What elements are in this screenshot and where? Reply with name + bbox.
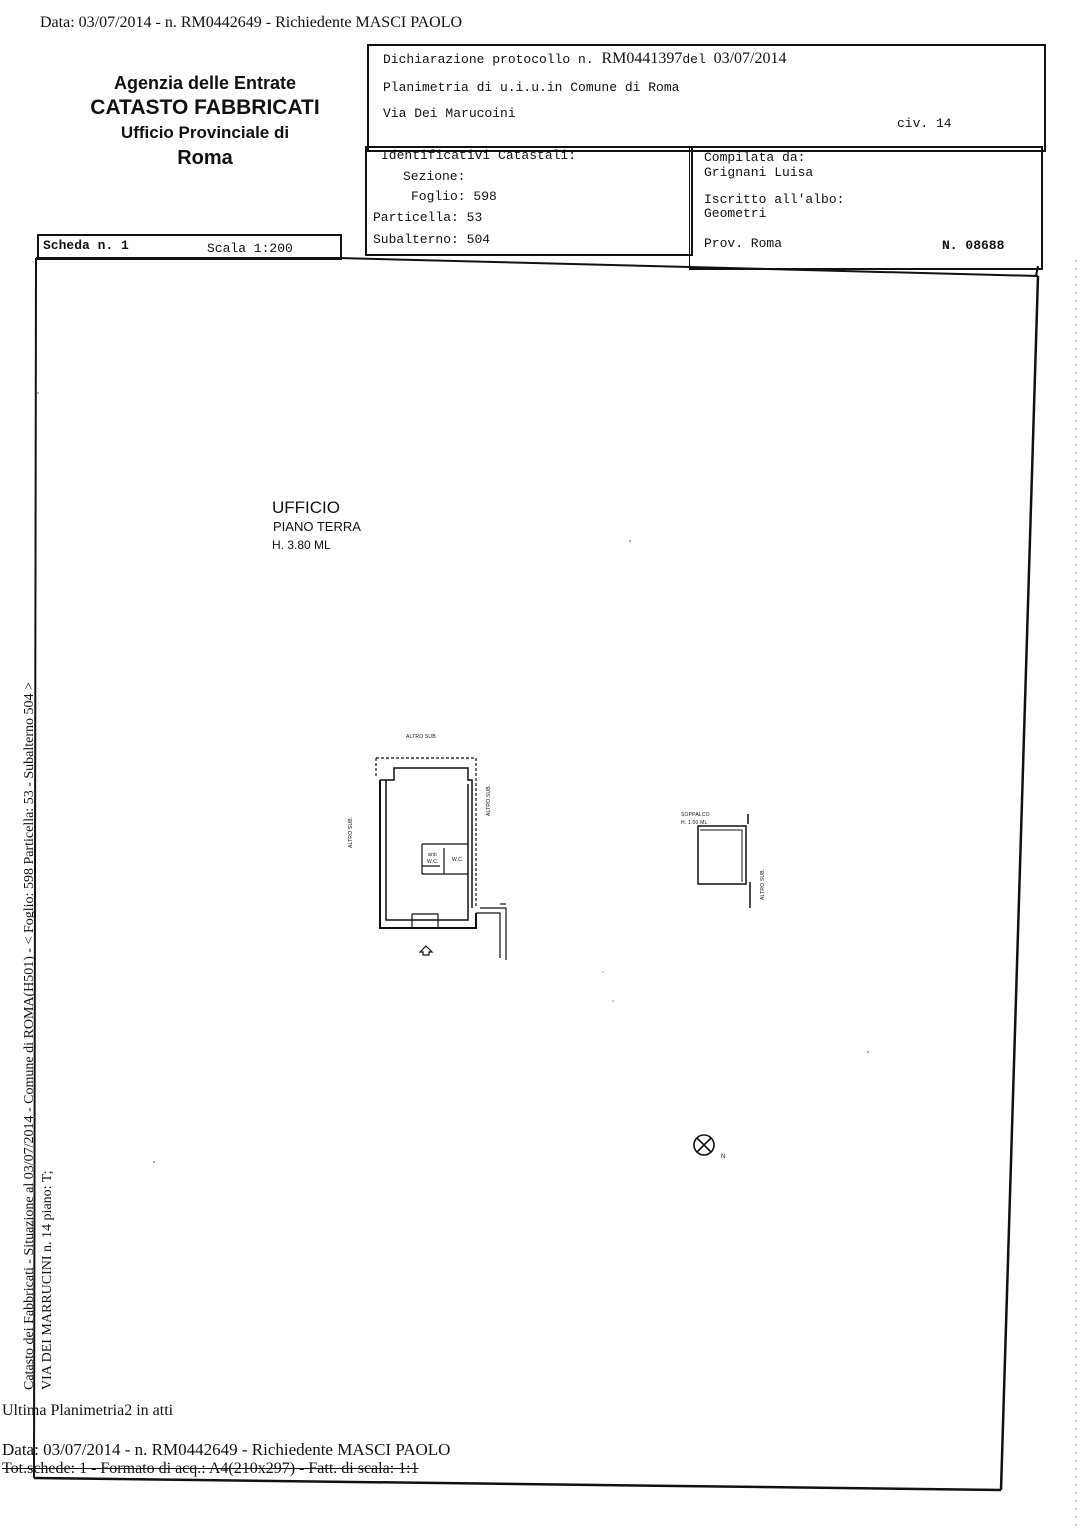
north-icon <box>693 1134 715 1156</box>
subalterno-value: 504 <box>466 232 491 247</box>
particella-line: Particella: 53 <box>373 210 482 225</box>
side-text-1: Catasto dei Fabbricati - Situazione al 0… <box>22 682 37 1390</box>
room-height: H. 3.80 ML <box>272 538 331 552</box>
catasto-title: CATASTO FABBRICATI <box>90 96 320 119</box>
compilata-name: Grignani Luisa <box>704 165 814 180</box>
dichiarazione-number: RM0441397 <box>601 50 683 67</box>
ufficio-label: Ufficio Provinciale di <box>120 123 290 142</box>
agency-block: Agenzia delle Entrate CATASTO FABBRICATI… <box>60 73 350 170</box>
soppalco-label: SOPPALCO <box>681 812 710 818</box>
soppalco-plan <box>697 814 751 908</box>
room-floor: PIANO TERRA <box>273 519 361 534</box>
wc-label-1: W.C. <box>427 859 439 865</box>
altro-sub-right: ALTRO SUB. <box>486 784 492 816</box>
anti-wc-label: anti <box>428 852 437 858</box>
side-text-2: VIA DEI MARRUCINI n. 14 piano: T; <box>40 1170 55 1390</box>
scheda-label: Scheda n. 1 <box>43 238 129 253</box>
civ-line: civ. 14 <box>897 116 952 131</box>
scan-edge <box>1075 260 1077 1530</box>
protocol-date: 03/07/2014 <box>713 50 787 67</box>
identificativi-box: Identificativi Catastali: Sezione: Fogli… <box>365 146 693 256</box>
foglio-value: 598 <box>473 189 497 204</box>
altro-sub-soppalco: ALTRO SUB. <box>760 868 766 900</box>
altro-sub-left: ALTRO SUB. <box>348 816 354 848</box>
protocol-box: Dichiarazione protocollo n. RM0441397del… <box>367 44 1046 152</box>
footer-tot: Tot.schede: 1 - Formato di acq.: A4(210x… <box>2 1460 419 1477</box>
footer-ultima: Ultima Planimetria2 in atti <box>2 1402 174 1419</box>
dichiarazione-label: Dichiarazione protocollo n. <box>383 52 594 67</box>
albo-value: Geometri <box>704 206 767 221</box>
foglio-label: Foglio: <box>411 189 466 204</box>
numero-label: N. 08688 <box>942 238 1005 253</box>
room-title: UFFICIO <box>272 498 340 517</box>
del-label: del <box>682 52 706 67</box>
scala-label: Scala 1:200 <box>207 241 293 256</box>
sezione-label: Sezione: <box>403 169 466 184</box>
planimetria-line: Planimetria di u.i.u.in Comune di Roma <box>383 80 680 95</box>
agency-name: Agenzia delle Entrate <box>113 73 297 93</box>
particella-label: Particella: <box>373 210 459 225</box>
altro-sub-top: ALTRO SUB. <box>406 734 438 740</box>
footer-data: Data: 03/07/2014 - n. RM0442649 - Richie… <box>2 1440 451 1459</box>
dichiarazione-line: Dichiarazione protocollo n. RM0441397del… <box>383 50 786 68</box>
subalterno-line: Subalterno: 504 <box>373 232 490 247</box>
prov-label: Prov. Roma <box>704 236 783 251</box>
compilata-box: Compilata da: Grignani Luisa Iscritto al… <box>689 146 1043 270</box>
foglio-line: Foglio: 598 <box>411 189 497 204</box>
top-header: Data: 03/07/2014 - n. RM0442649 - Richie… <box>40 14 463 31</box>
wc-label-2: W.C. <box>452 857 464 863</box>
identificativi-title: Identificativi Catastali: <box>381 148 577 163</box>
particella-value: 53 <box>466 210 483 225</box>
floor-plan <box>375 757 507 960</box>
city-label: Roma <box>177 147 233 169</box>
via-line: Via Dei Marucoini <box>383 106 516 121</box>
soppalco-height: H. 1.00 ML <box>681 820 708 826</box>
subalterno-label: Subalterno: <box>373 232 459 247</box>
albo-label: Iscritto all'albo: <box>704 192 845 207</box>
compilata-label: Compilata da: <box>704 150 806 165</box>
north-label: N <box>721 1154 726 1160</box>
